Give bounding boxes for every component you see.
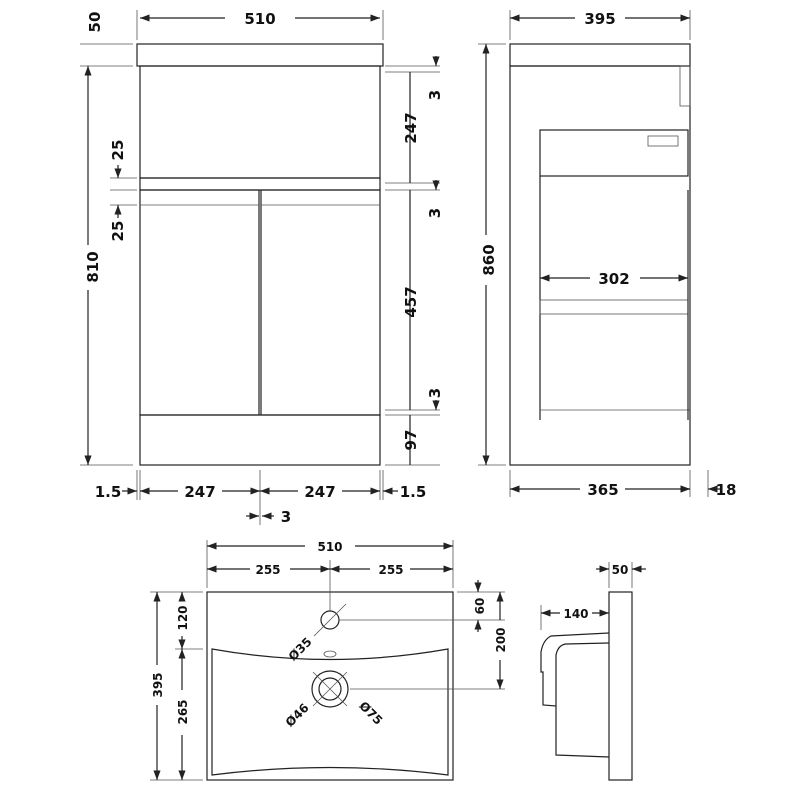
side-depth-label: 395 (584, 10, 615, 28)
waste-from-back-label: 200 (494, 627, 508, 652)
plinth-label: 97 (402, 430, 420, 451)
door-gap-label: 3 (281, 508, 291, 526)
body-depth-label: 365 (587, 481, 618, 499)
basin-half-left-label: 255 (255, 563, 280, 577)
shelf-gap-top-label: 3 (426, 90, 444, 100)
front-height-label: 810 (84, 251, 102, 282)
basin-depth-label: 395 (151, 672, 165, 697)
drawer-depth-label: 302 (598, 270, 629, 288)
basin-thickness-label: 50 (612, 563, 629, 577)
door-right-width-label: 247 (304, 483, 335, 501)
top-thickness-label: 50 (86, 12, 104, 33)
edge-right-label: 1.5 (400, 483, 427, 501)
basin-bowl-depth-side-label: 140 (563, 607, 588, 621)
front-width-label: 510 (244, 10, 275, 28)
door-thickness-label: 18 (716, 481, 737, 499)
front-view: 510 50 810 25 25 3 247 3 457 3 97 1.5 24… (80, 10, 444, 526)
basin-plan-view: 510 255 255 395 120 265 60 200 Ø35 Ø46 Ø… (150, 540, 508, 781)
basin-width-label: 510 (317, 540, 342, 554)
bowl-depth-label: 265 (176, 699, 190, 724)
divider-bottom-label: 25 (109, 221, 127, 242)
tap-offset-label: 120 (176, 605, 190, 630)
door-left-width-label: 247 (184, 483, 215, 501)
door-height-label: 457 (402, 286, 420, 317)
shelf-height-label: 247 (402, 112, 420, 143)
basin-half-right-label: 255 (378, 563, 403, 577)
gap-mid-label: 3 (426, 208, 444, 218)
divider-top-label: 25 (109, 140, 127, 161)
waste-outer-diameter-label: Ø75 (356, 699, 385, 728)
tap-from-back-label: 60 (473, 598, 487, 615)
side-height-label: 860 (480, 244, 498, 275)
side-view: 395 860 302 365 18 (478, 10, 736, 499)
edge-left-label: 1.5 (95, 483, 122, 501)
gap-bottom-label: 3 (426, 388, 444, 398)
waste-inner-diameter-label: Ø46 (283, 701, 312, 730)
basin-side-view: 50 140 (540, 562, 646, 781)
